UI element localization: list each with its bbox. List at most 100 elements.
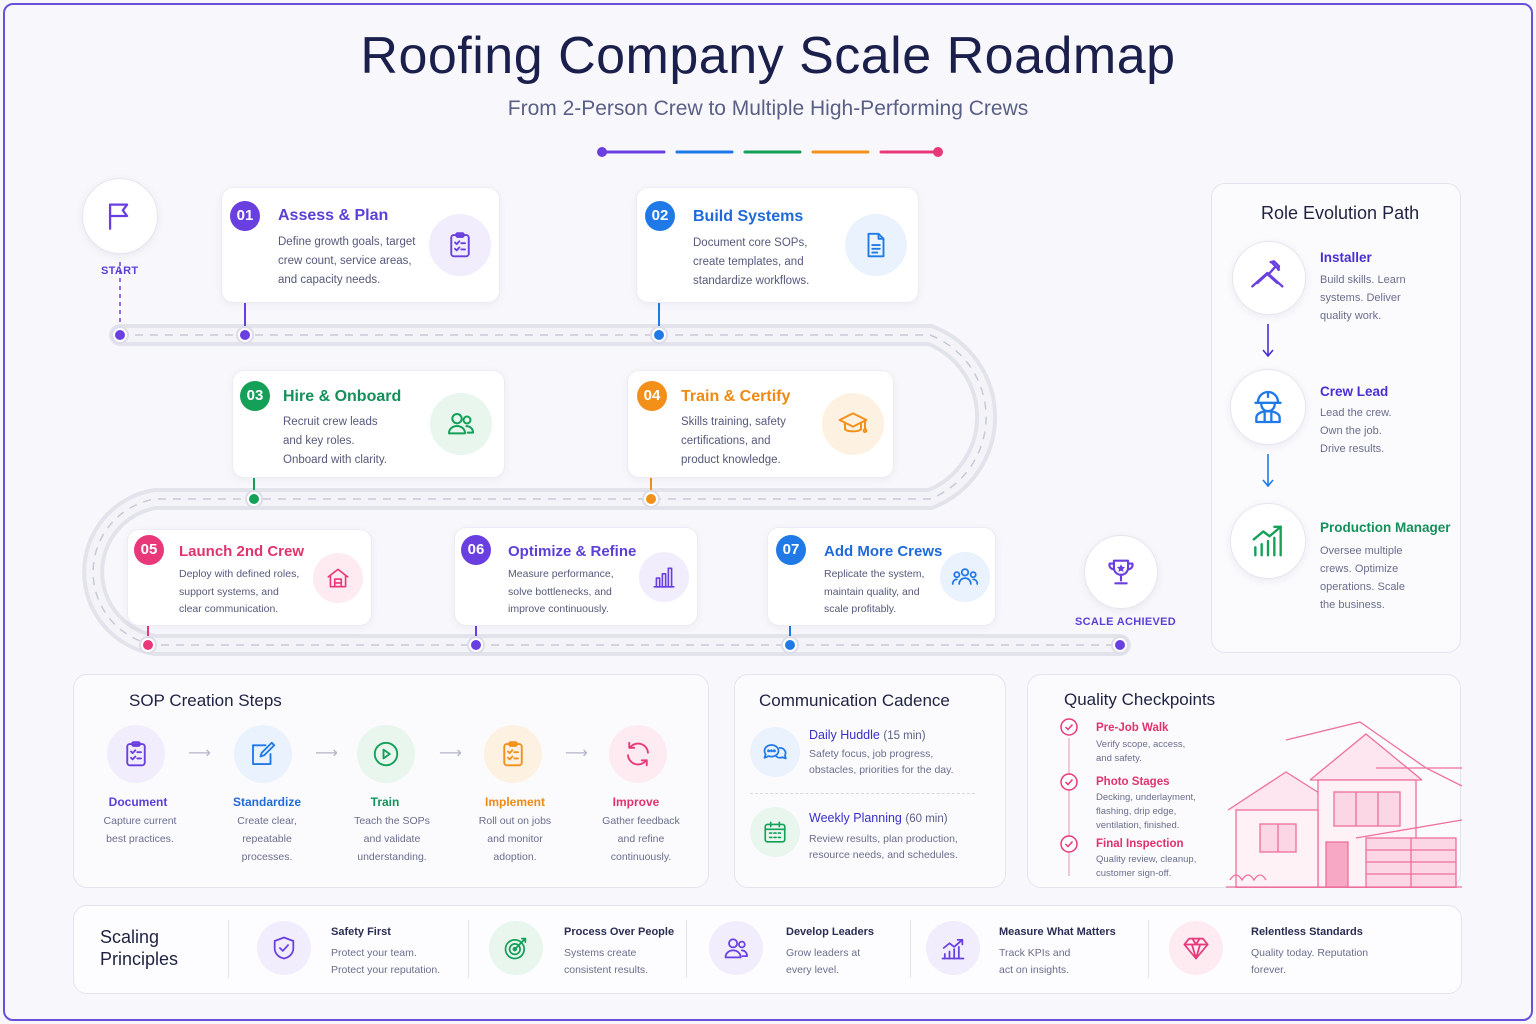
road-dots — [111, 326, 1129, 654]
target-icon — [504, 937, 527, 960]
step-badge-07: 07 — [776, 535, 806, 565]
sop-label-improve: Improve — [612, 795, 660, 809]
step-title-05: Launch 2nd Crew — [179, 543, 305, 560]
step-title-04: Train & Certify — [681, 388, 791, 405]
role-desc-crew-lead: Lead the crew.Own the job.Drive results. — [1320, 407, 1392, 455]
step-title-02: Build Systems — [693, 208, 804, 225]
principle-icon-bg-standards — [1169, 921, 1223, 975]
page-subtitle: From 2-Person Crew to Multiple High-Perf… — [507, 97, 1029, 120]
role-title-crew-lead: Crew Lead — [1320, 384, 1389, 399]
qc-desc-prejob: Verify scope, access,and safety. — [1096, 739, 1186, 764]
comm-icon-bg-daily — [750, 727, 800, 777]
roof-hammer-icon — [1251, 260, 1284, 288]
step-icon-bg-04 — [822, 393, 884, 455]
step-icon-bg-07 — [940, 552, 990, 602]
principle-icon-bg-process — [489, 921, 543, 975]
sop-icon-bg-standardize — [234, 725, 292, 783]
step-icon-bg-01 — [429, 214, 491, 276]
step-desc-05: Deploy with defined roles,support system… — [179, 568, 300, 615]
quality-title: Quality Checkpoints — [1064, 690, 1216, 709]
sop-label-standardize: Standardize — [232, 795, 301, 809]
principles-divider — [468, 920, 469, 978]
graduation-cap-icon — [838, 412, 868, 433]
step-icon-bg-05 — [313, 553, 363, 603]
sop-label-implement: Implement — [484, 795, 545, 809]
growth-bars-icon — [941, 938, 965, 960]
qc-desc-photo: Decking, underlayment,flashing, drip edg… — [1096, 792, 1196, 831]
growth-chart-icon — [1252, 525, 1282, 557]
start-flag — [82, 178, 158, 254]
step-desc-06: Measure performance,solve bottlenecks, a… — [508, 568, 614, 615]
sop-label-document: Document — [108, 795, 168, 809]
step-desc-07: Replicate the system,maintain quality, a… — [824, 568, 925, 615]
house-illustration — [1226, 721, 1462, 888]
step-icon-bg-06 — [639, 552, 689, 602]
start-label: START — [101, 265, 139, 277]
principle-icon-bg-leaders — [709, 921, 763, 975]
sop-arrow-4: ⟶ — [565, 745, 588, 762]
role-icon-installer — [1232, 241, 1306, 315]
comm-item-title-weekly: Weekly Planning (60 min) — [809, 811, 948, 825]
comm-item-title-daily: Daily Huddle (15 min) — [809, 728, 926, 742]
principle-title-leaders: Develop Leaders — [786, 926, 875, 938]
sop-label-train: Train — [370, 795, 400, 809]
edit-document-icon — [252, 741, 276, 765]
play-circle-icon — [373, 741, 399, 767]
color-dash-divider — [597, 147, 943, 157]
role-evolution-title: Role Evolution Path — [1261, 203, 1420, 223]
sop-arrow-3: ⟶ — [439, 745, 462, 762]
people-icon — [448, 413, 474, 435]
refresh-icon — [627, 741, 649, 767]
qc-title-final: Final Inspection — [1096, 838, 1184, 850]
clipboard-check-icon — [503, 741, 523, 767]
principle-desc-safety: Protect your team.Protect your reputatio… — [331, 947, 441, 976]
step-badge-03: 03 — [240, 381, 270, 411]
step-desc-02: Document core SOPs,create templates, and… — [693, 237, 810, 287]
principle-title-standards: Relentless Standards — [1251, 926, 1363, 938]
shield-check-icon — [273, 936, 295, 960]
sop-icon-bg-implement — [484, 725, 542, 783]
role-title-installer: Installer — [1320, 250, 1372, 265]
sop-icon-bg-improve — [609, 725, 667, 783]
qc-title-prejob: Pre-Job Walk — [1096, 722, 1169, 734]
qc-title-photo: Photo Stages — [1096, 776, 1170, 788]
group-icon — [951, 568, 979, 585]
chat-bubbles-icon — [763, 744, 787, 760]
comm-title: Communication Cadence — [759, 691, 950, 710]
principles-divider — [228, 920, 229, 978]
comm-item-desc-weekly: Review results, plan production,resource… — [809, 833, 958, 861]
step-title-07: Add More Crews — [824, 543, 943, 560]
step-title-01: Assess & Plan — [278, 207, 389, 224]
calendar-icon — [764, 821, 786, 843]
end-label: SCALE ACHIEVED — [1075, 616, 1176, 628]
principle-icon-bg-measure — [926, 921, 980, 975]
step-badge-04: 04 — [637, 381, 667, 411]
house-icon — [327, 568, 349, 588]
principle-title-safety: Safety First — [331, 926, 391, 938]
sop-arrow-1: ⟶ — [188, 745, 211, 762]
principle-title-process: Process Over People — [564, 926, 675, 938]
sop-title: SOP Creation Steps — [129, 691, 282, 710]
clipboard-check-icon — [450, 232, 470, 258]
flag-icon — [108, 203, 129, 230]
clipboard-list-icon — [126, 741, 146, 767]
principle-icon-bg-safety — [257, 921, 311, 975]
quality-timeline — [1060, 718, 1078, 876]
role-icon-crew-lead — [1230, 369, 1306, 445]
qc-desc-final: Quality review, cleanup,customer sign-of… — [1096, 854, 1197, 879]
sop-arrow-2: ⟶ — [315, 745, 338, 762]
end-trophy — [1084, 535, 1158, 609]
sop-icon-bg-document — [107, 725, 165, 783]
trophy-icon — [1108, 559, 1134, 585]
